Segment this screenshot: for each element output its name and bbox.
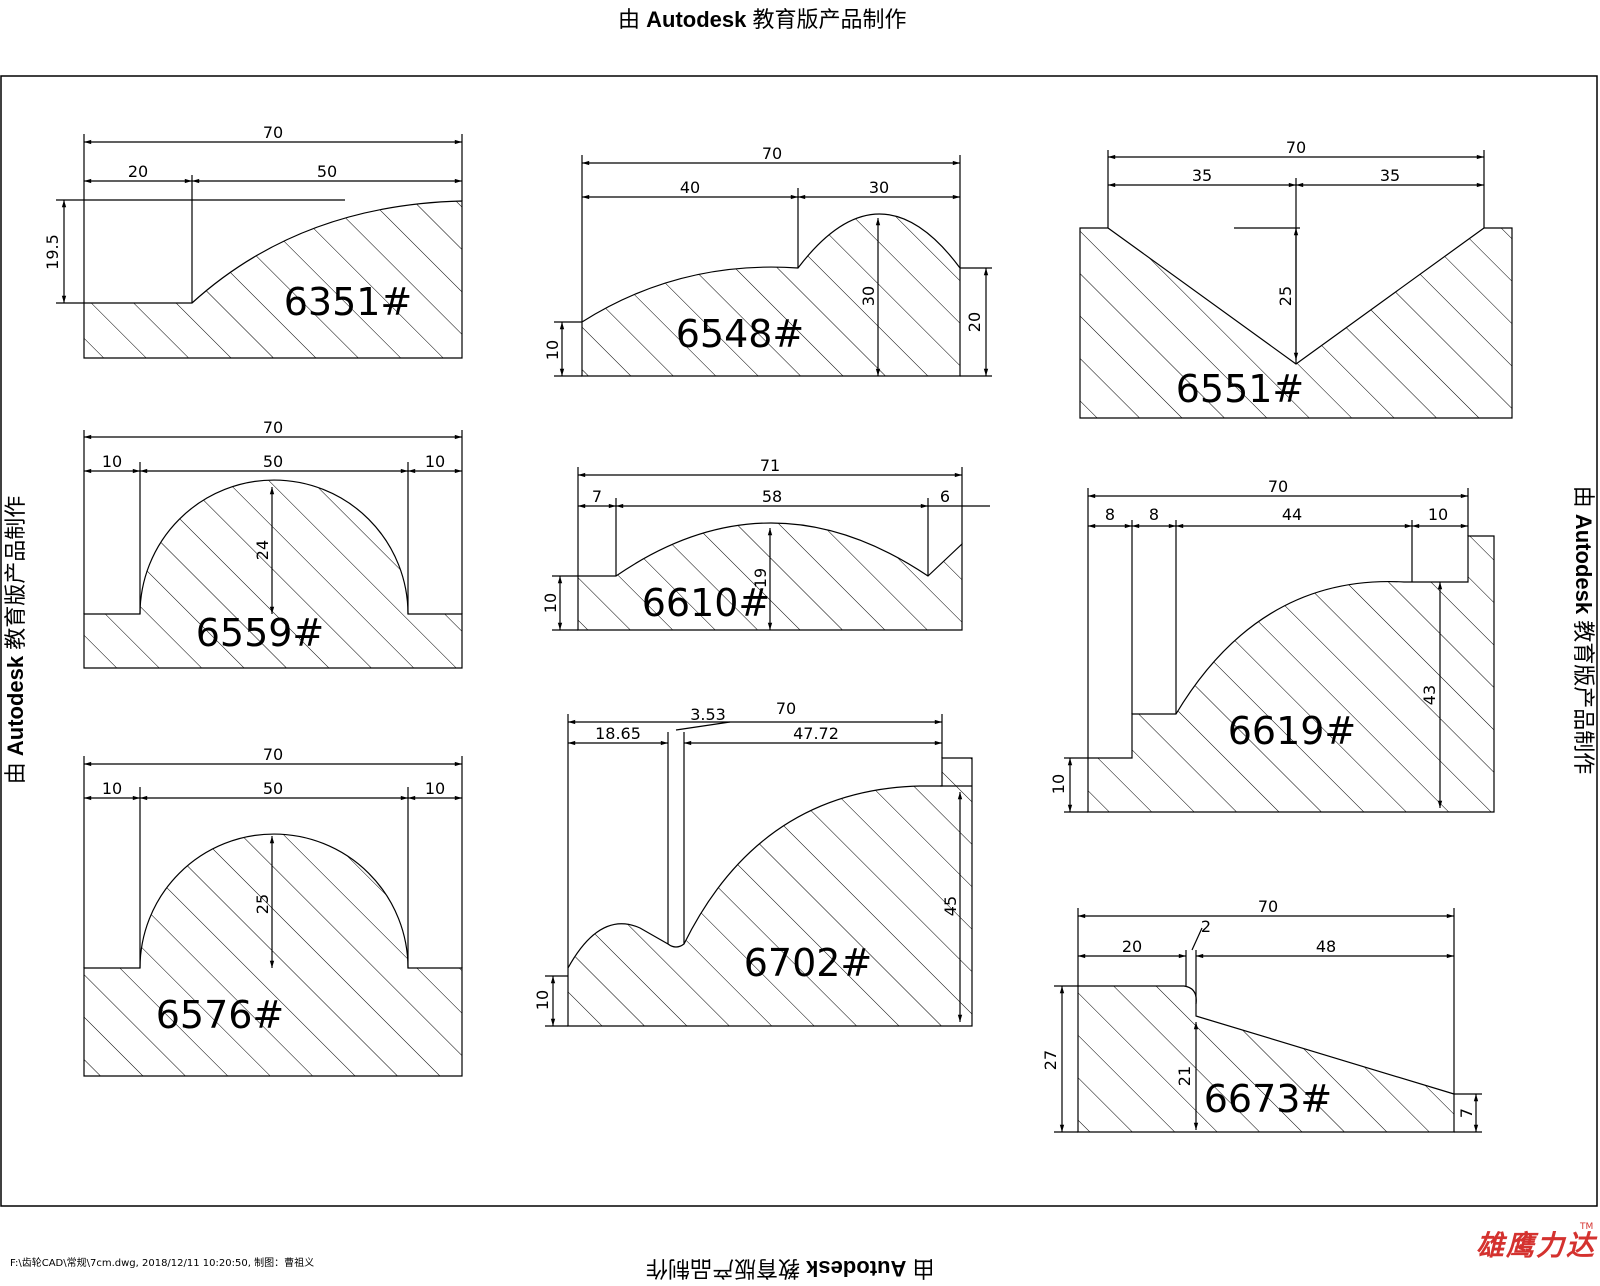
section-6551 — [1079, 227, 1513, 419]
dim-6551-right: 35 — [1380, 166, 1400, 185]
dim-6610-right: 6 — [940, 487, 950, 506]
dim-6548-right-height: 20 — [965, 312, 984, 332]
dim-6610-mid: 58 — [762, 487, 782, 506]
label-6351: 6351# — [284, 280, 413, 324]
brand-trademark: TM — [1580, 1222, 1594, 1232]
dim-6559-height: 24 — [253, 540, 272, 560]
dim-6548-left: 40 — [680, 178, 700, 197]
dim-6351-total: 70 — [263, 123, 283, 142]
section-6702 — [567, 757, 973, 1027]
section-6351 — [83, 200, 463, 359]
watermark-top: 由 Autodesk 教育版产品制作 — [618, 2, 907, 34]
dim-6551-depth: 25 — [1276, 286, 1295, 306]
dim-6702-total: 70 — [776, 699, 796, 718]
section-6548 — [581, 213, 961, 377]
label-6702: 6702# — [744, 941, 873, 985]
brand-logo: 雄鹰力达 — [1476, 1229, 1597, 1262]
dim-6610-total: 71 — [760, 456, 780, 475]
profile-6551 — [1079, 150, 1513, 419]
footer-file-path: F:\齿轮CAD\常规\7cm.dwg, 2018/12/11 10:20:50… — [10, 1258, 315, 1269]
watermark-prefix: 由 — [618, 7, 641, 32]
label-6576: 6576# — [156, 993, 285, 1037]
dim-6351-left: 20 — [128, 162, 148, 181]
dim-6548-total: 70 — [762, 144, 782, 163]
profile-6673 — [1054, 908, 1482, 1133]
dim-6610-height: 19 — [751, 568, 770, 588]
dim-6551-left: 35 — [1192, 166, 1212, 185]
dim-6559-mid: 50 — [263, 452, 283, 471]
dim-6576-total: 70 — [263, 745, 283, 764]
label-6551: 6551# — [1176, 367, 1305, 411]
label-6610: 6610# — [642, 581, 771, 625]
dim-6619-d: 10 — [1428, 505, 1448, 524]
dim-6576-mid: 50 — [263, 779, 283, 798]
profile-6619 — [1064, 488, 1495, 813]
dim-6702-left: 18.65 — [595, 724, 641, 743]
watermark-brand: Autodesk — [646, 7, 747, 32]
label-6559: 6559# — [196, 611, 325, 655]
dim-6673-total: 70 — [1258, 897, 1278, 916]
dim-6619-a: 8 — [1105, 505, 1115, 524]
dim-6559-total: 70 — [263, 418, 283, 437]
dim-6619-total: 70 — [1268, 477, 1288, 496]
sheet-border — [0, 75, 1598, 1207]
dim-6673-gap: 2 — [1201, 917, 1211, 936]
label-6548: 6548# — [676, 312, 805, 356]
dim-6673-right-height: 7 — [1457, 1108, 1476, 1118]
dim-6559-right: 10 — [425, 452, 445, 471]
dim-6673-left: 20 — [1122, 937, 1142, 956]
profile-6702 — [545, 714, 973, 1027]
dim-6702-right: 47.72 — [793, 724, 839, 743]
profile-6576 — [83, 756, 463, 1077]
dim-6576-left: 10 — [102, 779, 122, 798]
section-6619 — [1087, 535, 1495, 813]
dim-6610-left: 7 — [592, 487, 602, 506]
label-6619: 6619# — [1228, 709, 1357, 753]
dim-6351-right: 50 — [317, 162, 337, 181]
section-6576 — [83, 833, 463, 1077]
profile-6559 — [83, 430, 463, 669]
dim-6673-mid: 21 — [1175, 1066, 1194, 1086]
label-6673: 6673# — [1204, 1077, 1333, 1121]
dim-6548-peak: 30 — [859, 286, 878, 306]
profile-6351 — [56, 134, 463, 359]
dim-6702-base: 10 — [533, 990, 552, 1010]
dim-6619-base: 10 — [1049, 774, 1068, 794]
dim-6619-height: 43 — [1420, 685, 1439, 705]
dim-6551-total: 70 — [1286, 138, 1306, 157]
dim-6548-right: 30 — [869, 178, 889, 197]
profile-6548 — [554, 155, 992, 377]
profile-6610 — [552, 467, 990, 631]
watermark-suffix: 教育版产品制作 — [752, 7, 907, 32]
dim-6619-b: 8 — [1149, 505, 1159, 524]
dim-6610-base: 10 — [541, 593, 560, 613]
dim-6673-height: 27 — [1041, 1050, 1060, 1070]
dim-6576-height: 25 — [253, 894, 272, 914]
dim-6559-left: 10 — [102, 452, 122, 471]
dim-6619-c: 44 — [1282, 505, 1302, 524]
dim-6548-base: 10 — [543, 340, 562, 360]
dim-6351-height: 19.5 — [43, 234, 62, 270]
dim-6702-slot: 3.53 — [690, 705, 726, 724]
dim-6576-right: 10 — [425, 779, 445, 798]
dim-6702-height: 45 — [941, 896, 960, 916]
dim-6673-right: 48 — [1316, 937, 1336, 956]
